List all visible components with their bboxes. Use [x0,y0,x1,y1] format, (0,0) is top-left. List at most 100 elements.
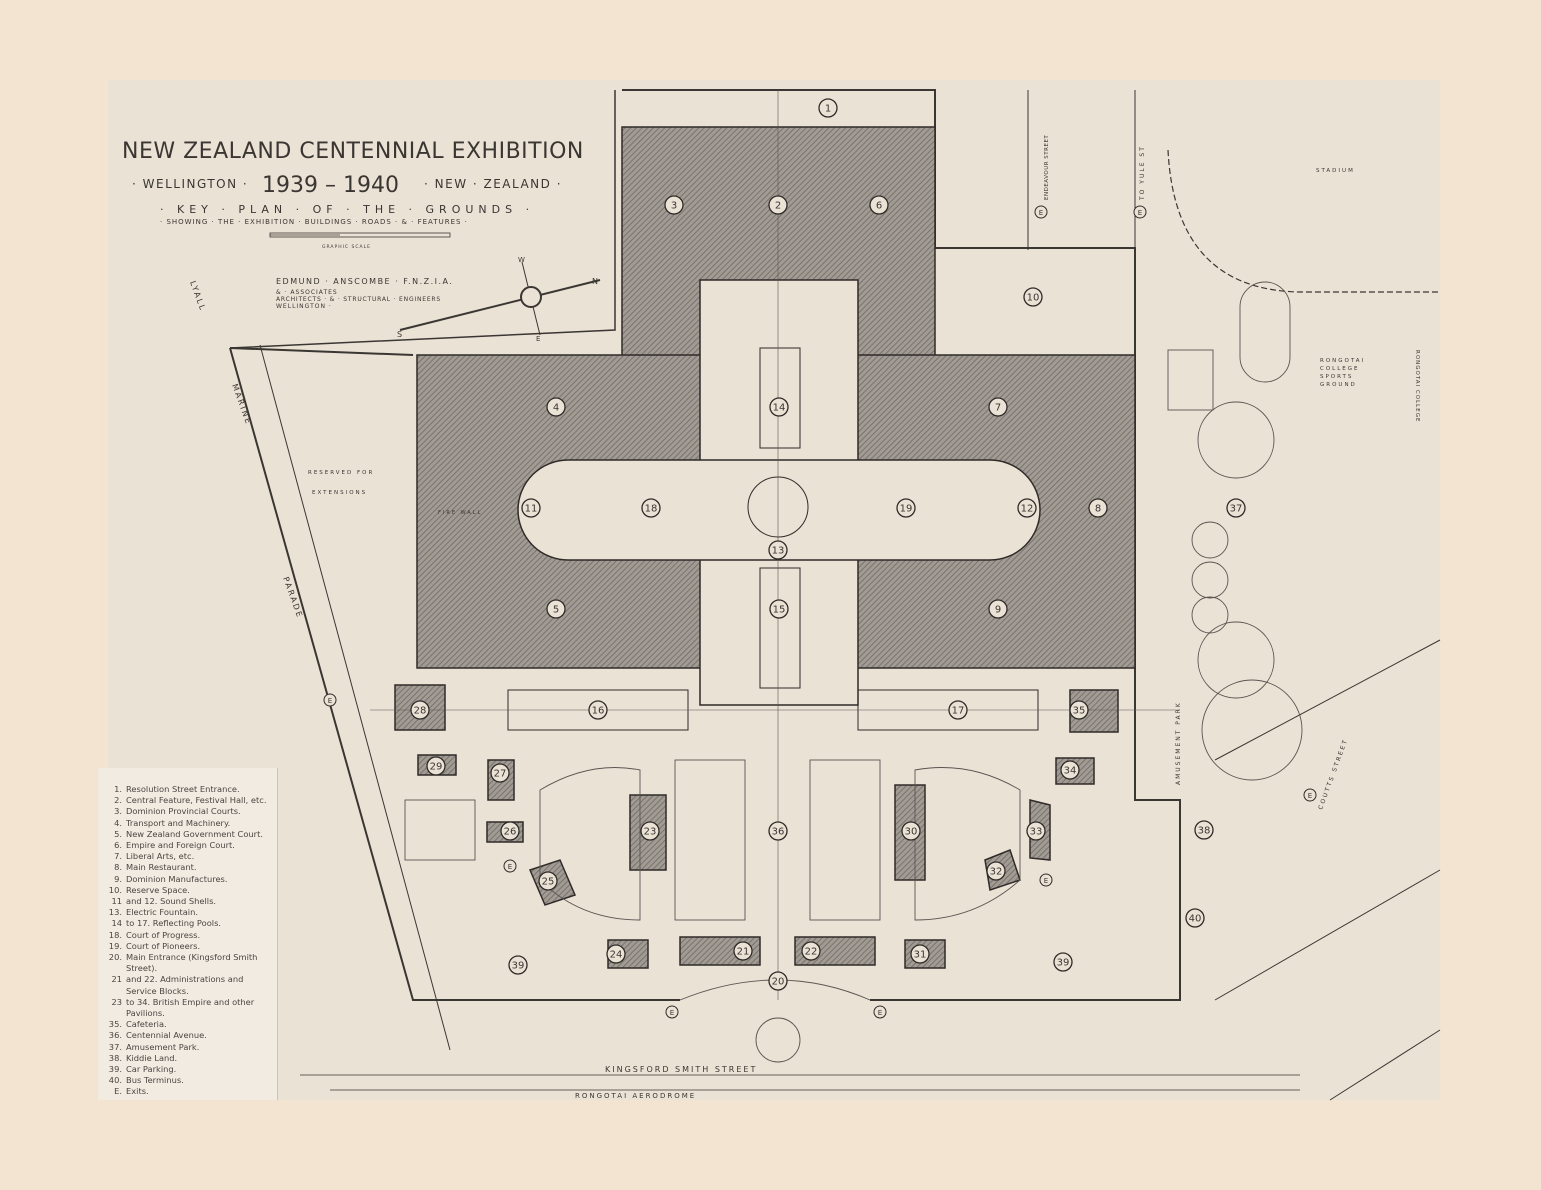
marker-circle [546,599,566,619]
legend-text: and 22. Administrations and Service Bloc… [126,974,244,996]
pool-15 [759,567,801,689]
marker-number: 4 [553,403,559,414]
marker-2: 2 [768,195,788,215]
legend-number: 11 [111,896,122,907]
exit-marker: E [665,1005,679,1019]
legend-text: Amusement Park. [126,1041,200,1052]
marker-circle [1194,820,1214,840]
marker-29: 29 [426,756,446,776]
marker-number: 37 [1230,504,1243,515]
marker-17: 17 [948,700,968,720]
scale-label: GRAPHIC SCALE [322,244,371,250]
marker-circle [948,700,968,720]
label-lyall: LYALL [188,280,207,313]
legend-text: Liberal Arts, etc. [126,851,195,862]
marker-circle [641,498,661,518]
courts-18-19 [517,459,1041,561]
label-kingsford-smith-street: KINGSFORD SMITH STREET [605,1065,757,1074]
marker-21: 21 [733,941,753,961]
marker-number: 26 [504,827,517,838]
marker-circle [1060,760,1080,780]
svg-text:E: E [1044,877,1048,885]
legend-number: 13. [108,907,122,918]
legend-text: Court of Pioneers. [126,940,201,951]
marker-24: 24 [606,944,626,964]
marker-number: 34 [1064,766,1077,777]
marker-39: 39 [508,955,528,975]
marker-number: 10 [1027,293,1040,304]
marker-circle [769,599,789,619]
marker-circle [801,941,821,961]
legend-text: Transport and Machinery. [126,817,231,828]
label-amusement-park: AMUSEMENT PARK [1175,701,1182,785]
marker-number: 32 [990,867,1003,878]
marker-number: 39 [1057,958,1070,969]
legend-text: Empire and Foreign Court. [126,840,235,851]
legend-text: and 12. Sound Shells. [126,896,217,907]
legend-item: 11 and 12. Sound Shells. [108,896,273,907]
marker-circle [1023,287,1043,307]
legend-number: 6. [114,840,122,851]
marker-9: 9 [988,599,1008,619]
label-reserved-1: RESERVED FOR [308,470,374,476]
label-to-yule-st: TO YULE ST [1139,145,1146,201]
marker-39: 39 [1053,952,1073,972]
marker-circle [1017,498,1037,518]
marker-22: 22 [801,941,821,961]
marker-circle [500,821,520,841]
architect-line-3: ARCHITECTS · & · STRUCTURAL · ENGINEERS [276,296,441,303]
marker-35: 35 [1069,700,1089,720]
legend-text: Cafeteria. [126,1019,167,1030]
marker-circle [1088,498,1108,518]
marker-circle [733,941,753,961]
marker-number: 17 [952,706,965,717]
marker-circle [1053,952,1073,972]
marker-circle [1226,498,1246,518]
marker-number: 18 [645,504,658,515]
legend-item: 5.New Zealand Government Court. [108,829,273,840]
marker-28: 28 [410,700,430,720]
svg-text:S: S [397,330,402,339]
marker-circle [1069,700,1089,720]
marker-circle [521,498,541,518]
marker-circle [664,195,684,215]
marker-circle [896,498,916,518]
marker-number: 31 [914,950,927,961]
label-sports-2: COLLEGE [1320,366,1360,372]
marker-27: 27 [490,763,510,783]
marker-number: 40 [1189,914,1202,925]
marker-18: 18 [641,498,661,518]
legend-text: Reserve Space. [126,884,190,895]
label-stadium: STADIUM [1316,168,1355,174]
legend-number: 9. [114,873,122,884]
label-marine: MARINE [230,383,253,427]
legend-number: 23 [111,996,122,1007]
title-right: · NEW · ZEALAND · [424,177,562,191]
marker-number: 22 [805,947,818,958]
legend-item: 35.Cafeteria. [108,1019,273,1030]
marker-15: 15 [769,599,789,619]
svg-text:E: E [508,863,512,871]
marker-circle [546,397,566,417]
marker-31: 31 [910,944,930,964]
exit-marker: E [1133,205,1147,219]
marker-number: 3 [671,201,677,212]
marker-number: 19 [900,504,913,515]
legend-text: Exits. [126,1086,149,1097]
marker-circle [768,195,788,215]
marker-8: 8 [1088,498,1108,518]
marker-circle [606,944,626,964]
legend-text: Dominion Manufactures. [126,873,228,884]
marker-6: 6 [869,195,889,215]
legend-number: 39. [108,1064,122,1075]
legend-text: Car Parking. [126,1064,177,1075]
legend-item: 37.Amusement Park. [108,1042,273,1053]
legend-number: 10. [108,884,122,895]
legend-item: 36.Centennial Avenue. [108,1030,273,1041]
legend-number: 19. [108,940,122,951]
legend-text: Bus Terminus. [126,1075,184,1086]
legend-text: to 17. Reflecting Pools. [126,918,222,929]
marker-10: 10 [1023,287,1043,307]
marker-13: 13 [768,540,788,560]
